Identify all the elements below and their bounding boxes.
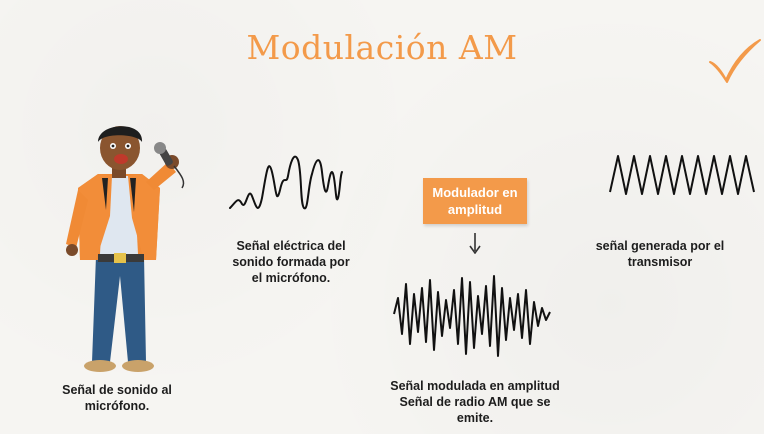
singer-illustration (66, 126, 185, 372)
arrow-down-icon (469, 233, 481, 254)
slide-title: Modulación AM (246, 28, 518, 67)
caption-electric-signal: Señal eléctrica del sonido formada por e… (232, 239, 350, 285)
check-icon (709, 39, 761, 83)
modulator-box: Modulador en amplitud (423, 178, 527, 224)
caption-modulated-signal: Señal modulada en amplitud Señal de radi… (390, 379, 560, 425)
caption-carrier-signal: señal generada por el transmisor (595, 239, 725, 269)
carrier-wave (609, 155, 755, 195)
modulated-wave (393, 275, 551, 357)
electric-signal-wave (229, 155, 343, 210)
caption-microphone: Señal de sonido al micrófono. (62, 383, 172, 413)
